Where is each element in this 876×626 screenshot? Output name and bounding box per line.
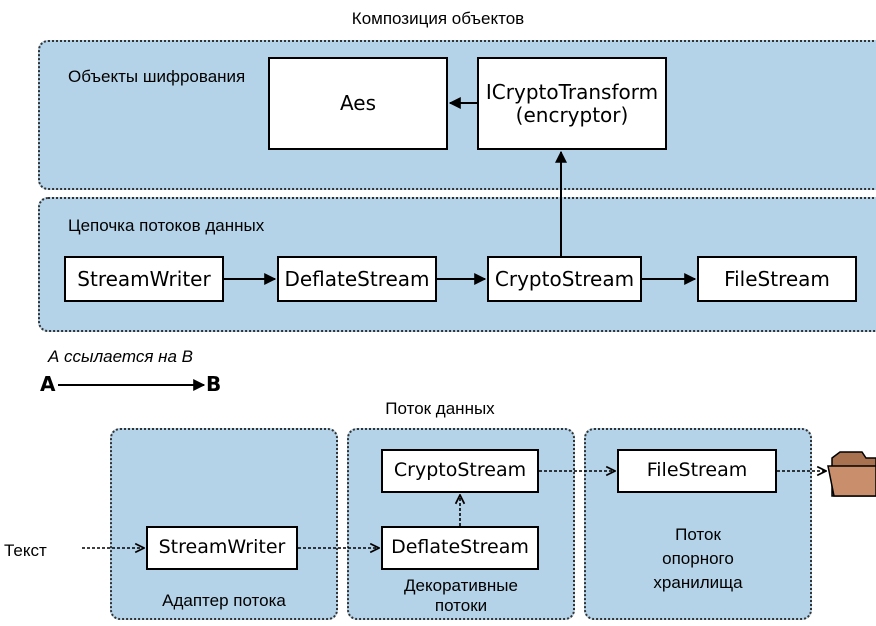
bottom-deflatestream-box: DeflateStream: [381, 526, 539, 570]
encryption-objects-label: Объекты шифрования: [68, 67, 246, 86]
composition-title: Композиция объектов: [351, 9, 525, 28]
legend-to-label: B: [206, 372, 222, 396]
icrypto-transform-subtitle: (encryptor): [515, 102, 629, 127]
folder-icon: [827, 451, 876, 497]
input-text-label: Текст: [4, 541, 47, 560]
adapter-label: Адаптер потока: [162, 591, 286, 610]
backing-store-label-line2: опорного: [662, 549, 734, 568]
bottom-cryptostream-box: CryptoStream: [381, 449, 539, 493]
icrypto-transform-box: ICryptoTransform (encryptor): [477, 57, 667, 150]
encryption-objects-panel: [38, 40, 876, 190]
decorator-label-line2: потоки: [434, 596, 488, 615]
legend-from-label: A: [40, 372, 56, 396]
backing-store-label-line3: хранилища: [653, 573, 743, 592]
decorator-label-line1: Декоративные: [404, 576, 518, 595]
top-cryptostream-box: CryptoStream: [487, 256, 642, 302]
top-streamwriter-box: StreamWriter: [64, 256, 224, 302]
aes-box: Aes: [268, 57, 448, 150]
bottom-filestream-box: FileStream: [617, 449, 777, 493]
backing-store-label: Поток опорного хранилища: [584, 523, 812, 595]
stream-chain-label: Цепочка потоков данных: [68, 216, 265, 235]
top-deflatestream-box: DeflateStream: [277, 256, 437, 302]
icrypto-transform-name: ICryptoTransform: [485, 79, 659, 104]
legend-caption: А ссылается на В: [48, 347, 194, 366]
top-filestream-box: FileStream: [697, 256, 857, 302]
decorator-label: Декоративные потоки: [347, 576, 575, 616]
bottom-streamwriter-box: StreamWriter: [146, 526, 298, 570]
adapter-panel: [110, 428, 338, 620]
data-flow-title: Поток данных: [385, 399, 495, 418]
backing-store-label-line1: Поток: [675, 525, 721, 544]
